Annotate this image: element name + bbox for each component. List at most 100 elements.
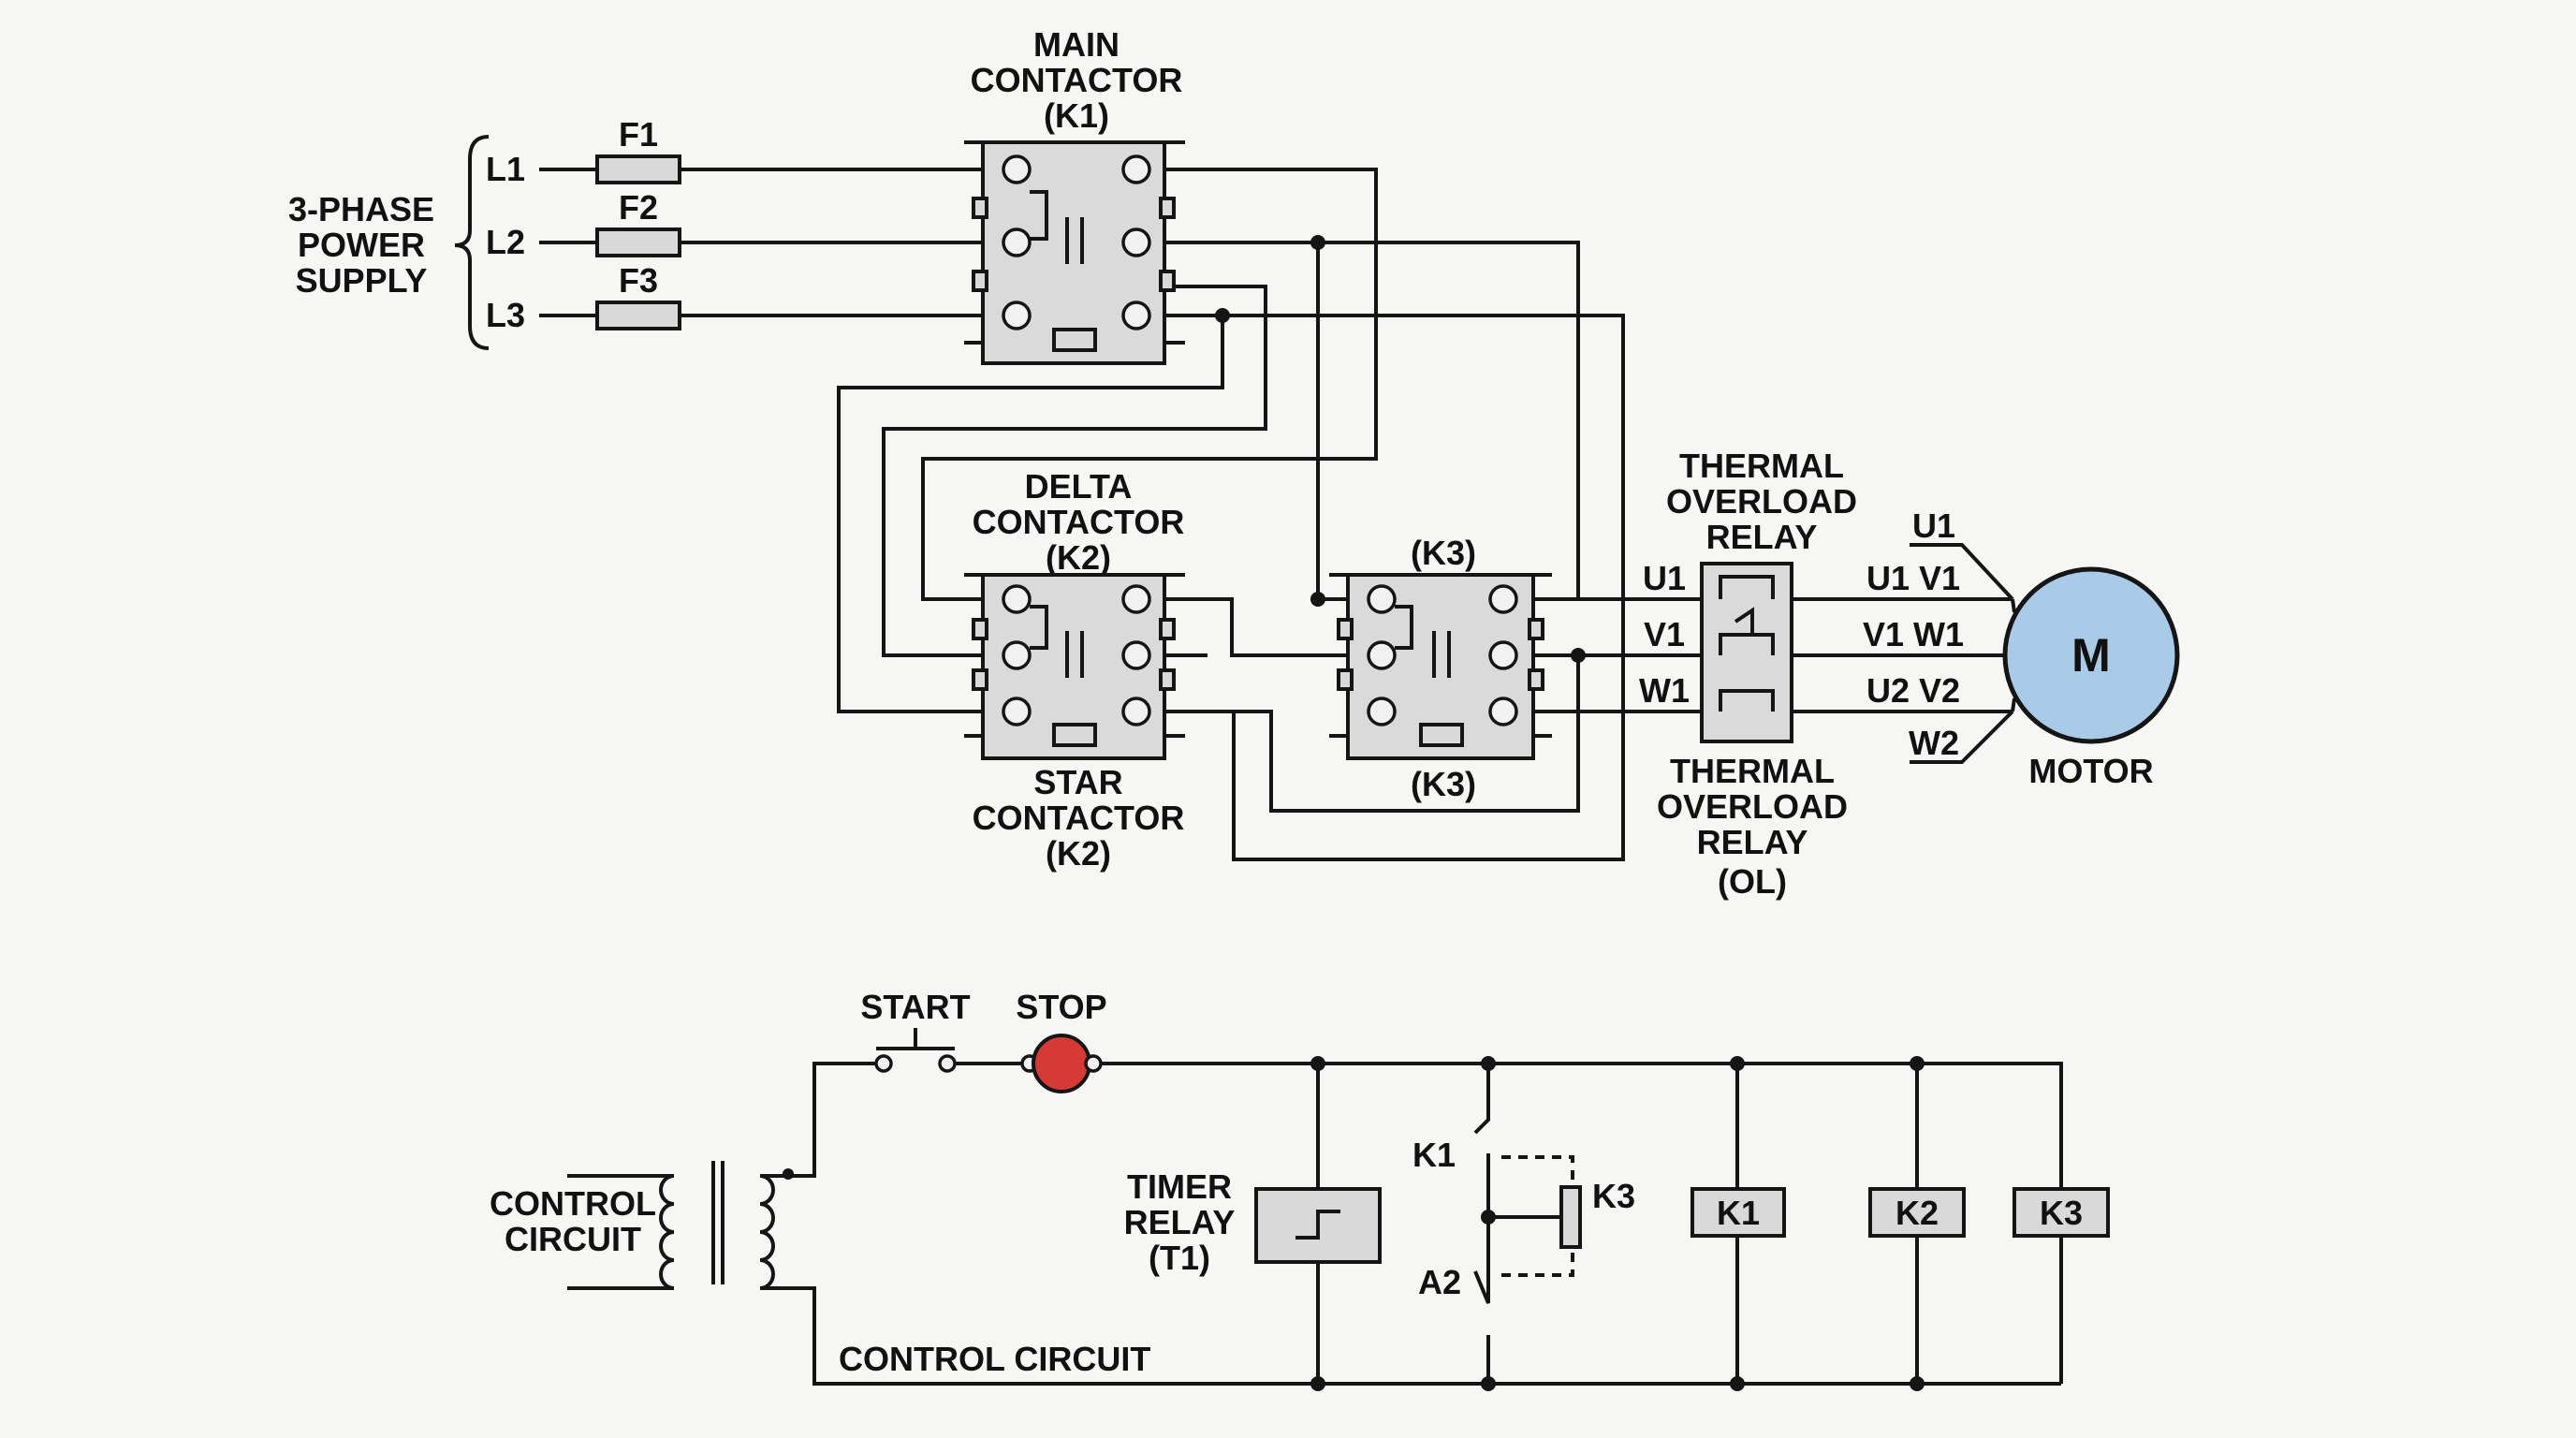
k3-terminal (1488, 697, 1518, 726)
k3-tab (1337, 618, 1354, 640)
power-supply-label-2: POWER (298, 226, 425, 264)
coil-label-k2: K2 (1895, 1194, 1939, 1232)
motor-circle (2002, 566, 2180, 744)
line-label-l1: L1 (486, 150, 525, 188)
k2-terminal (1002, 697, 1032, 726)
k2-internal-link (1030, 605, 1048, 650)
timer-relay (1254, 1187, 1382, 1264)
coil-label-k1: K1 (1717, 1194, 1760, 1232)
motor-terminal-u2-v2: U2 V2 (1866, 671, 1960, 710)
timer-relay-symbol (1295, 1210, 1340, 1240)
thermal-overload-relay: THERMAL OVERLOAD RELAY U1 V1 W1 THERMAL … (1639, 447, 1857, 901)
control-junction (1910, 1056, 1925, 1071)
control-junction (1481, 1056, 1496, 1071)
fuse-label-f3: F3 (619, 261, 658, 300)
k1-tab (1159, 197, 1176, 219)
overload-relay-body (1700, 562, 1793, 743)
interlock-branch (1473, 1064, 1490, 1384)
motor-symbol: M (2071, 629, 2111, 682)
k3-internal-link (1395, 605, 1413, 650)
power-supply: 3-PHASE POWER SUPPLY L1 L2 L3 (288, 135, 525, 350)
overload-top-label-2: OVERLOAD (1666, 482, 1857, 521)
start-button[interactable] (876, 1028, 955, 1050)
main-contactor-label-1: MAIN (1033, 25, 1120, 64)
motor-lead-u1 (1910, 543, 2014, 601)
overload-bottom-label-3: RELAY (1697, 823, 1808, 861)
transformer-secondary (759, 1062, 2061, 1386)
star-contactor-label-2: CONTACTOR (973, 799, 1185, 837)
overload-bottom-label-4: (OL) (1718, 862, 1787, 901)
start-contact-right (938, 1054, 957, 1073)
k3-bottom-label: (K3) (1411, 765, 1476, 803)
star-contactor-label-1: STAR (1033, 763, 1122, 801)
delta-star-contactor-k2: DELTA CONTACTOR (K2) STAR CONTACTOR (K2) (964, 467, 1185, 873)
contact-label-k3: K3 (1592, 1177, 1635, 1215)
k3-contact-symbol (1432, 631, 1451, 678)
k2-terminal (1121, 697, 1151, 726)
fuse-f1 (595, 154, 681, 184)
transformer-primary (567, 1174, 675, 1290)
main-contactor-k1: MAIN CONTACTOR (K1) (964, 25, 1185, 365)
k1-terminal (1002, 154, 1032, 184)
line-label-l3: L3 (486, 296, 525, 334)
transformer-dot (783, 1168, 794, 1180)
overload-heater-2 (1719, 633, 1775, 655)
delta-contactor-label-2: CONTACTOR (973, 503, 1185, 541)
star-contactor-label-3: (K2) (1046, 834, 1111, 873)
k3-coil-window (1419, 723, 1464, 747)
wire-delta-3 (1164, 655, 1580, 813)
k3-tab (1528, 618, 1544, 640)
overload-trip-link (1734, 607, 1754, 633)
k1-tab (972, 270, 988, 292)
control-circuit-label: CONTROL CIRCUIT (839, 1340, 1150, 1378)
transformer-label-2: CIRCUIT (505, 1220, 641, 1258)
k3-contact-actuator (1559, 1185, 1582, 1249)
control-junction (1310, 1056, 1325, 1071)
k1-terminal (1121, 301, 1151, 330)
supply-brace (454, 135, 490, 350)
coil-k1 (1690, 1187, 1786, 1238)
fuse-f3 (595, 301, 681, 330)
k1-coil-window (1052, 328, 1097, 352)
junction-1 (1310, 235, 1325, 250)
stop-button[interactable] (1032, 1034, 1091, 1093)
k1-internal-link (1030, 190, 1048, 241)
overload-bottom-label-2: OVERLOAD (1657, 787, 1848, 826)
overload-phase-w1: W1 (1639, 671, 1690, 710)
stop-contact-right (1084, 1054, 1103, 1073)
start-button-label: START (860, 988, 970, 1026)
motor-lead-w2 (1910, 710, 2014, 764)
k2-tab (1159, 618, 1176, 640)
transformer-label-1: CONTROL (490, 1184, 656, 1223)
k1-terminal (1121, 154, 1151, 184)
k2-terminal (1002, 584, 1032, 614)
motor-terminal-v1-w1: V1 W1 (1863, 615, 1964, 653)
wire-k1-out-1 (921, 168, 1378, 601)
overload-top-label-3: RELAY (1706, 518, 1818, 556)
wire-k3-w1 (1164, 653, 1702, 713)
motor: U1 U1 V1 V1 W1 U2 V2 W2 M MOTOR (1863, 506, 2180, 790)
k3-tab (1528, 668, 1544, 691)
control-junction (1310, 1376, 1325, 1391)
main-contactor-label-3: (K1) (1044, 96, 1109, 135)
power-supply-label-1: 3-PHASE (288, 190, 434, 228)
start-contact-left (874, 1054, 893, 1073)
k3-tab (1337, 668, 1354, 691)
k2-terminal (1121, 640, 1151, 670)
coil-label-k3: K3 (2040, 1194, 2083, 1232)
control-junction (1481, 1376, 1496, 1391)
k3-top-label: (K3) (1411, 534, 1476, 572)
k1-contact-symbol (1065, 217, 1084, 264)
overload-phase-u1: U1 (1643, 559, 1686, 597)
control-top-rail (1101, 1062, 2063, 1384)
control-circuit: CONTROL CIRCUIT START STOP TIMER RELAY (… (490, 988, 2110, 1391)
power-wiring (539, 168, 2012, 861)
wire-k1-out-2b (882, 285, 1267, 657)
wire-k1-out-2 (1164, 241, 1580, 599)
k2-tab (972, 668, 988, 691)
timer-label-2: RELAY (1124, 1203, 1236, 1241)
stop-button-label: STOP (1016, 988, 1106, 1026)
timer-label-3: (T1) (1149, 1239, 1210, 1277)
fuse-label-f1: F1 (619, 115, 658, 154)
